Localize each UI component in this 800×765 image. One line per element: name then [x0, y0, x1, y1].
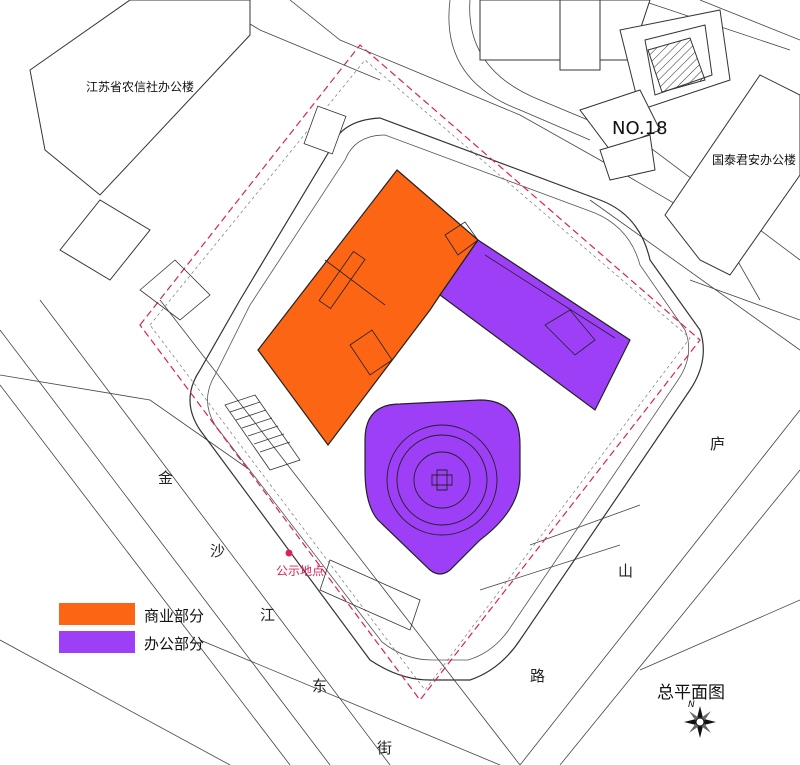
road-jinsha-5: 街: [377, 739, 393, 757]
helipad: [386, 424, 498, 536]
compass-icon: [684, 706, 716, 738]
small-structure: [303, 105, 347, 155]
road-lushan-3: 路: [530, 667, 546, 685]
land-use-redline: [139, 44, 701, 701]
legend-label-office: 办公部分: [144, 635, 205, 653]
inner-road: [207, 134, 690, 661]
neighbor-west-label: 江苏省农信社办公楼: [86, 80, 195, 94]
neighbor-buildings: [29, 0, 800, 281]
site-boundary: [189, 117, 704, 681]
road-lushan-1: 庐: [710, 435, 726, 453]
parking-hatch: [647, 37, 706, 93]
legend-swatch-commercial: [59, 603, 135, 625]
neighbor-east-label: 国泰君安办公楼: [712, 153, 797, 167]
notice-point-dot: [285, 549, 293, 557]
road-jinsha-2: 沙: [210, 542, 226, 560]
road-lushan-2: 山: [618, 562, 634, 580]
compass-n-label: N: [688, 700, 695, 710]
plot-number: NO.18: [612, 118, 668, 139]
legend-label-commercial: 商业部分: [144, 607, 205, 625]
road-jinsha-3: 江: [260, 606, 276, 624]
stairs: [139, 259, 421, 631]
road-jinsha-1: 金: [158, 469, 174, 487]
legend-swatch-office: [59, 631, 135, 653]
office-block-east: [439, 239, 631, 411]
office-tower: [364, 399, 521, 575]
page-title: 总平面图: [657, 683, 725, 703]
road-jinsha-4: 东: [312, 677, 328, 695]
office-east-details: [484, 254, 616, 356]
notice-point-label: 公示地点: [276, 564, 325, 578]
setback-line: [149, 59, 691, 691]
